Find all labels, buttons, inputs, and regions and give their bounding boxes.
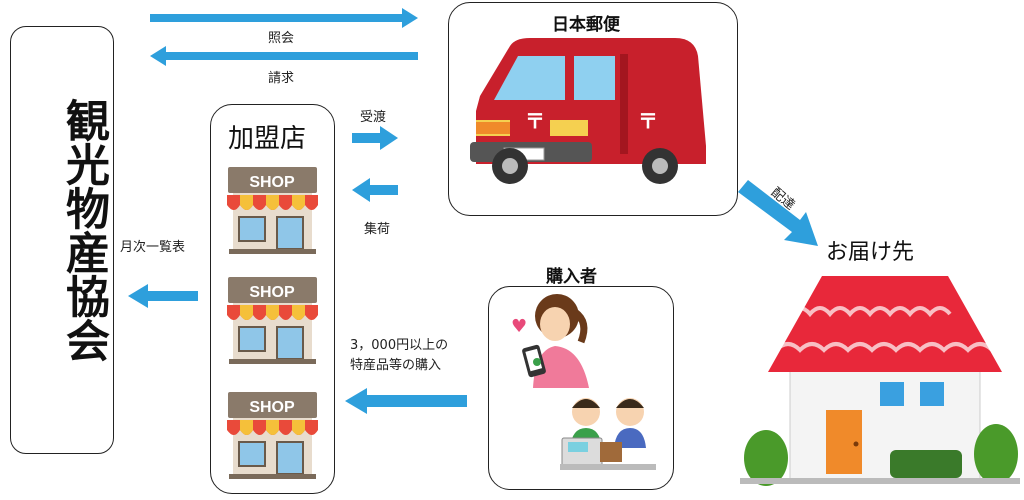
monthly-list-label: 月次一覧表 [120, 240, 186, 255]
destination-title: お届け先 [826, 240, 915, 265]
post-title: 日本郵便 [552, 15, 620, 35]
purchase-label-line2: 特産品等の購入 [350, 358, 442, 373]
cashier-icon [560, 392, 660, 474]
billing-label: 請求 [268, 71, 295, 86]
inquiry-label: 照会 [268, 31, 295, 46]
association-name: 観光物産協会 [58, 98, 109, 362]
association-box [10, 26, 114, 454]
buyer-with-phone-icon: ♥ [505, 292, 605, 392]
purchase-arrow [345, 388, 467, 414]
purchase-label-line1: 3，000円以上の [350, 338, 449, 353]
buyer-title: 購入者 [546, 267, 597, 287]
pickup-label: 集荷 [364, 222, 391, 237]
shop-sign: SHOP [249, 284, 295, 301]
handover-label: 受渡 [360, 110, 387, 125]
billing-arrow [150, 46, 418, 66]
pickup-arrow [352, 178, 398, 202]
shop-icon: SHOP [225, 165, 320, 255]
shop-sign: SHOP [249, 174, 295, 191]
handover-arrow [352, 126, 398, 150]
inquiry-arrow [150, 8, 418, 28]
monthly-list-arrow [128, 284, 198, 308]
shop-icon: SHOP [225, 390, 320, 480]
house-icon [740, 268, 1020, 488]
shop-icon: SHOP [225, 275, 320, 365]
store-title: 加盟店 [228, 124, 307, 154]
svg-text:〒: 〒 [525, 109, 545, 133]
shop-sign: SHOP [249, 399, 295, 416]
delivery-arrow [738, 180, 818, 246]
postal-van-icon: 〒 〒 [470, 36, 716, 186]
svg-text:♥: ♥ [511, 316, 527, 337]
svg-text:〒: 〒 [638, 109, 658, 133]
